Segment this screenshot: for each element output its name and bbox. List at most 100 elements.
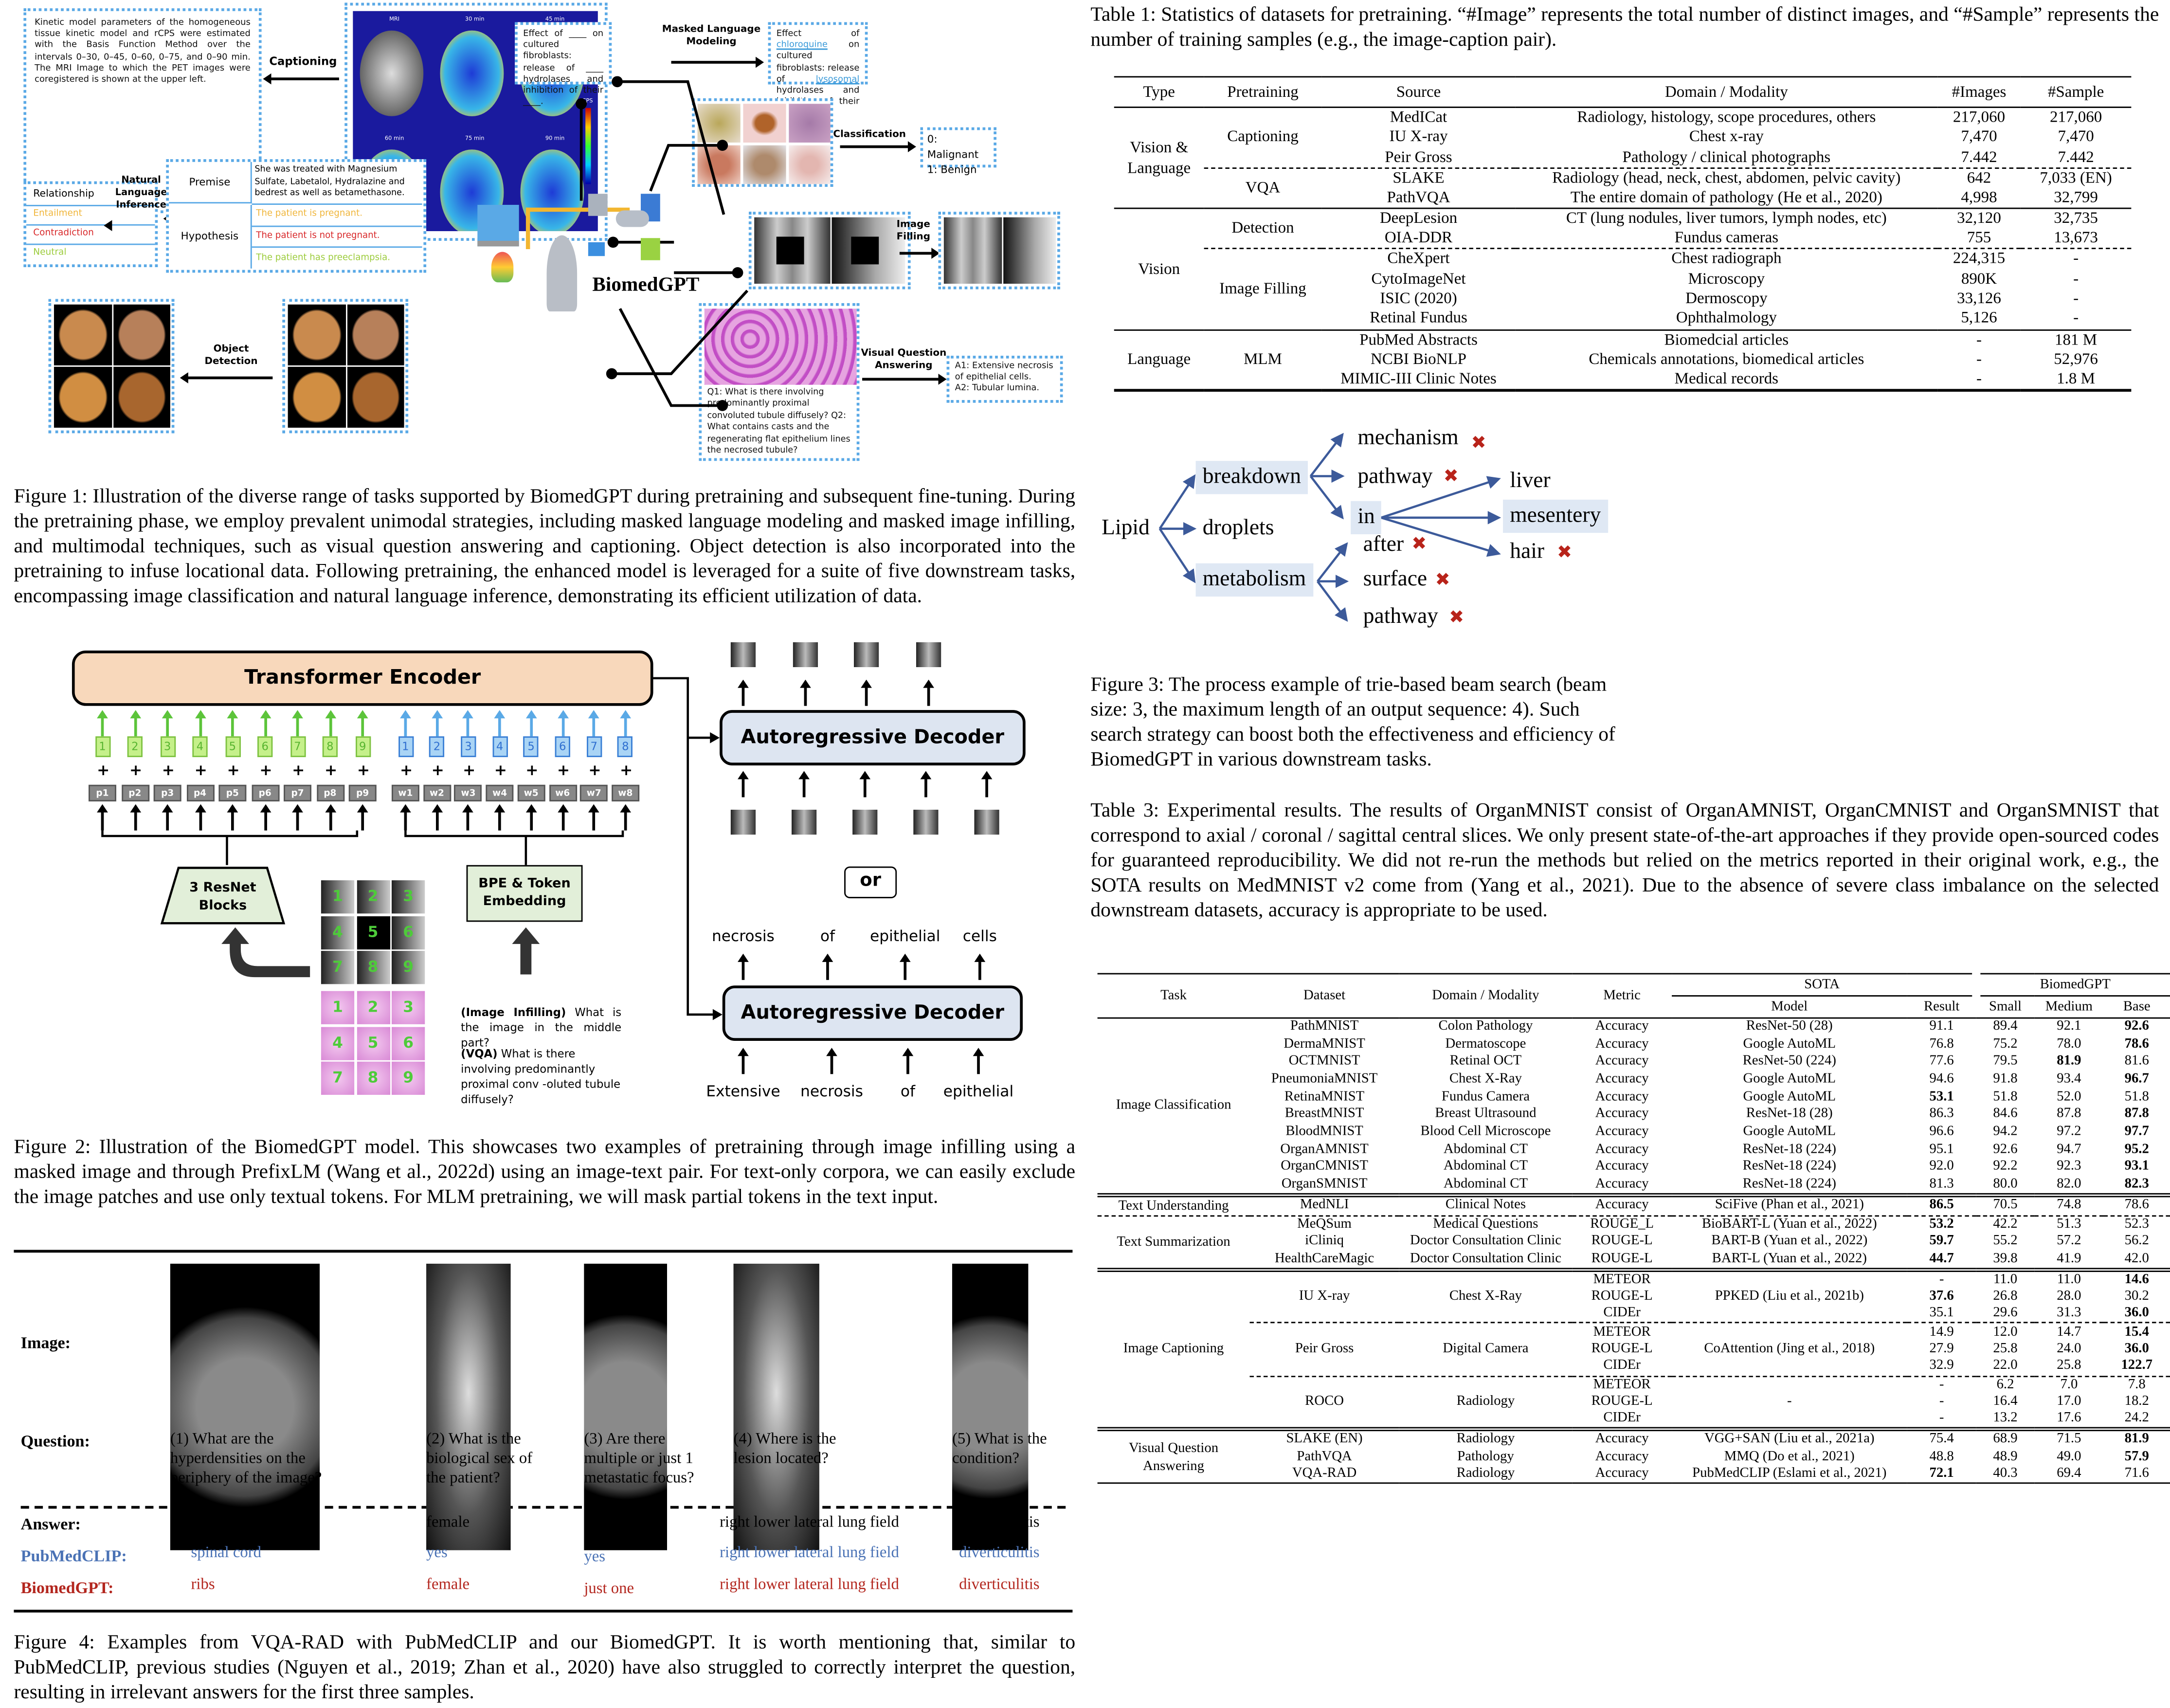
- base-value: 36.0: [2124, 1306, 2149, 1321]
- small-cell: 42.2: [1976, 1215, 2035, 1234]
- medium-value: 81.9: [2057, 1054, 2081, 1069]
- result-cell: 72.1: [1907, 1466, 1976, 1483]
- biomedgpt-answer: just one: [584, 1581, 634, 1598]
- masked-xray-images: [748, 212, 911, 290]
- word-token: w1: [391, 784, 419, 801]
- arrow-up-icon: [463, 804, 474, 831]
- metric-cell: Accuracy: [1595, 1124, 1649, 1139]
- fundus-detected-images: [48, 299, 175, 434]
- sota-model-cell: ResNet-18 (224): [1742, 1141, 1836, 1157]
- small-value: 39.8: [1993, 1251, 2018, 1266]
- word-token: w8: [611, 784, 639, 801]
- small-value: 92.6: [1993, 1141, 2018, 1157]
- trie-node-lipid: Lipid: [1102, 516, 1150, 540]
- base-cell: 7.8: [2103, 1375, 2170, 1394]
- medium-value: 87.8: [2057, 1106, 2081, 1122]
- images-cell: 33,126: [1957, 289, 2001, 308]
- samples-cell: 13,673: [2054, 228, 2098, 247]
- sota-model-cell: ResNet-18 (224): [1742, 1176, 1836, 1192]
- grid-patch: 5: [356, 1026, 390, 1060]
- text-position-token: 5: [524, 736, 539, 757]
- fig2-connectors: [101, 677, 723, 1020]
- column-header-base: Base: [2103, 996, 2170, 1019]
- row-label-answer: Answer:: [20, 1514, 81, 1534]
- arrow-right-icon: [862, 373, 947, 385]
- small-cell: 94.2: [1976, 1124, 2034, 1141]
- base-cell: 15.4: [2103, 1322, 2170, 1341]
- arrow-up-icon: [902, 1048, 914, 1074]
- image-patch: p7: [284, 784, 311, 801]
- image-patch: p5: [218, 784, 247, 801]
- base-value: 52.3: [2124, 1216, 2149, 1232]
- autoregressive-decoder-image: Autoregressive Decoder: [720, 710, 1026, 765]
- domain-cell: Dermatoscope: [1445, 1036, 1526, 1052]
- dataset-cell: ROCO: [1249, 1375, 1399, 1430]
- plus-icon: +: [325, 761, 338, 780]
- metric-cell: METEOR: [1572, 1375, 1672, 1394]
- base-value: 56.2: [2124, 1233, 2149, 1249]
- base-value: 71.6: [2124, 1466, 2149, 1481]
- result-cell: 91.1: [1907, 1018, 1976, 1036]
- base-value: 96.7: [2124, 1071, 2149, 1087]
- medium-cell: 81.9: [2034, 1053, 2103, 1071]
- metric-cell: ROUGE_L: [1572, 1215, 1672, 1234]
- medium-cell: 57.2: [2034, 1233, 2103, 1251]
- nli-table: Premise She was treated with Magnesium S…: [166, 159, 427, 273]
- trie-node-hair: hair: [1510, 540, 1544, 563]
- dataset-cell: HealthCareMagic: [1275, 1251, 1374, 1266]
- base-cell: 81.6: [2103, 1053, 2170, 1071]
- result-value: 59.7: [1929, 1233, 1954, 1249]
- column-header: Domain / Modality: [1515, 76, 1938, 108]
- metric-cell: ROUGE-L: [1591, 1251, 1653, 1266]
- base-value: 18.2: [2124, 1394, 2149, 1409]
- result-cell: -: [1907, 1411, 1976, 1430]
- small-cell: 51.8: [1976, 1088, 2034, 1106]
- caption-example-text: Kinetic model parameters of the homogene…: [23, 8, 262, 214]
- samples-cell: 7.442: [2058, 147, 2094, 166]
- reject-x-icon: ✖: [1449, 607, 1465, 629]
- medium-cell: 51.3: [2034, 1215, 2104, 1234]
- trie-node-mesentery: mesentery: [1503, 499, 1608, 533]
- arrow-up-icon: [431, 804, 443, 831]
- connector-lines: [576, 76, 749, 411]
- arrow-left-icon: [263, 73, 339, 85]
- small-cell: 40.3: [1976, 1466, 2034, 1483]
- small-cell: 6.2: [1976, 1375, 2035, 1394]
- reject-x-icon: ✖: [1471, 433, 1486, 454]
- input-word: of: [900, 1082, 915, 1101]
- base-value: 95.2: [2124, 1141, 2149, 1157]
- mri-frame: [360, 30, 424, 116]
- plus-icon: +: [97, 761, 110, 780]
- domain-cell: Chest x-ray: [1689, 127, 1764, 146]
- plus-icon: +: [525, 761, 539, 780]
- result-value: 35.1: [1929, 1306, 1954, 1321]
- metric-cell: ROUGE-L: [1591, 1233, 1653, 1249]
- base-cell: 92.6: [2103, 1018, 2170, 1036]
- base-value: 82.3: [2124, 1176, 2149, 1192]
- grid-patch: 3: [391, 991, 425, 1024]
- masked-word: chloroquine: [776, 40, 828, 50]
- small-cell: 22.0: [1976, 1358, 2034, 1376]
- plus-icon: +: [357, 761, 370, 780]
- result-value: 32.9: [1929, 1358, 1954, 1374]
- relationship-header: Relationship: [26, 184, 155, 206]
- column-header: #Sample: [2020, 76, 2132, 108]
- word-token: w3: [454, 784, 482, 801]
- dataset-cell: PneumoniaMNIST: [1271, 1071, 1378, 1087]
- base-value: 30.2: [2124, 1288, 2149, 1304]
- small-cell: 48.9: [1976, 1448, 2034, 1466]
- sota-model-cell: BART-B (Yuan et al., 2022): [1711, 1233, 1868, 1249]
- arrow-up-icon: [463, 710, 474, 737]
- image-patch: p4: [186, 784, 214, 801]
- trie-node-pathway: pathway: [1357, 465, 1433, 489]
- mri-frame-label: 90 min: [545, 134, 565, 142]
- small-cell: 80.0: [1976, 1176, 2034, 1195]
- arrow-up-icon: [292, 710, 303, 737]
